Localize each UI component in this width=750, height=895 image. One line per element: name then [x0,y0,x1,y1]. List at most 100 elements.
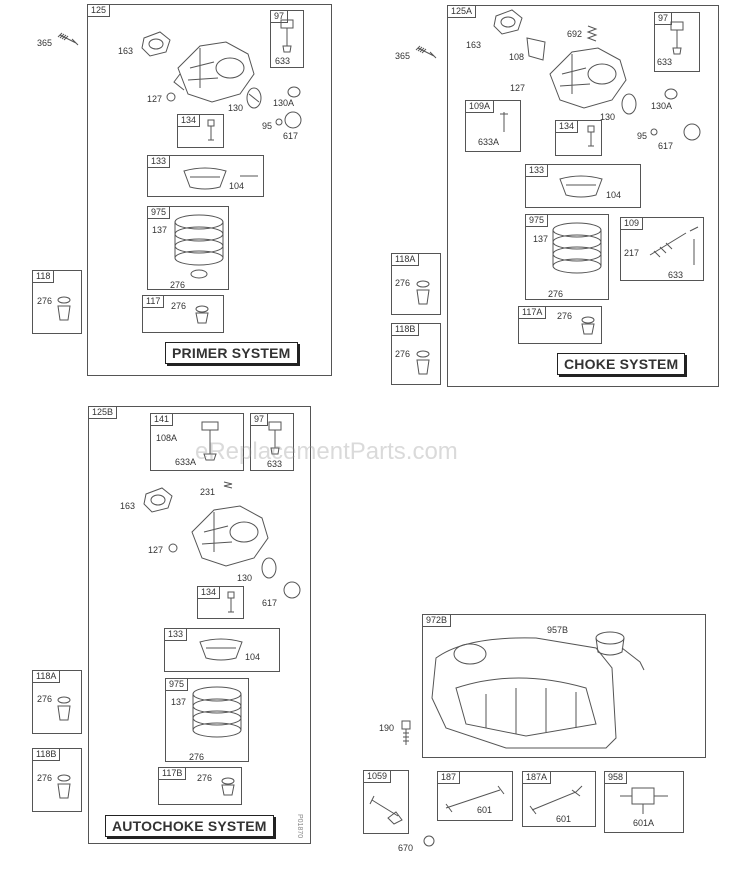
part-134-box[interactable]: 134 [555,120,602,156]
air-filter-975-icon [552,222,602,274]
oring-127-icon [168,543,178,553]
part-133-tag: 133 [164,628,188,641]
label-276: 276 [37,694,53,704]
part-133-tag: 133 [147,155,171,168]
part-118-box[interactable]: 118 [32,270,82,334]
part-1059-tag: 1059 [363,770,392,783]
label-617: 617 [262,598,278,608]
part-133-box[interactable]: 133 [525,164,641,208]
label-633: 633 [267,459,283,469]
part-118b-box[interactable]: 118B [32,748,82,812]
part-109a-tag: 109A [465,100,495,113]
part-109a-box[interactable]: 109A [465,100,521,152]
gasket-163-icon [493,9,523,35]
label-633: 633 [668,270,684,280]
label-601: 601 [477,805,493,815]
part-187-box[interactable]: 187 [437,771,513,821]
label-217: 217 [624,248,640,258]
part-97-box[interactable]: 97 [654,12,700,72]
label-163: 163 [466,40,482,50]
fastener-365-icon [57,32,79,46]
part-141-box[interactable]: 141 [150,413,244,471]
clip-276-icon [221,777,235,796]
fuel-tank-tag: 972B [422,614,452,627]
part-141-tag: 141 [150,413,174,426]
bolt-190-icon [401,720,411,745]
part-187a-box[interactable]: 187A [522,771,596,827]
label-276: 276 [189,752,205,762]
part-117b-tag: 117B [158,767,187,780]
label-127: 127 [510,83,526,93]
label-130: 130 [237,573,253,583]
label-130: 130 [228,103,244,113]
oring-127-icon [166,92,176,102]
label-276: 276 [37,773,53,783]
part-133-box[interactable]: 133 [147,155,264,197]
label-276: 276 [37,296,53,306]
choke-system-banner: CHOKE SYSTEM [557,353,686,375]
primer-bulb-97-icon [268,421,282,455]
part-118a-tag: 118A [391,253,420,266]
label-130a: 130A [273,98,295,108]
part-134-box[interactable]: 134 [177,114,224,148]
autochoke-system-tag: 125B [88,406,118,419]
nozzle-134-icon [207,119,215,141]
part-975-tag: 975 [525,214,549,227]
clip-118a-icon [416,280,430,305]
part-118a-box[interactable]: 118A [32,670,82,734]
part-118b-box[interactable]: 118B [391,323,441,385]
fuel-cap-957b-icon [595,631,645,671]
drawing-code: P01870 [296,814,303,839]
label-231: 231 [200,487,216,497]
label-957b: 957B [547,625,569,635]
choke-shaft-109a-icon [500,112,508,132]
part-97-tag: 97 [654,12,673,25]
label-104: 104 [245,652,261,662]
part-117-tag: 117 [142,295,165,308]
part-975-box[interactable]: 975 [147,206,229,290]
label-104: 104 [229,181,245,191]
label-137: 137 [152,225,168,235]
clip-118-icon [57,296,71,321]
air-filter-975-icon [192,686,242,738]
part-97-box[interactable]: 97 [270,10,304,68]
label-692: 692 [567,29,583,39]
part-117a-box[interactable]: 117A [518,306,602,344]
part-133-box[interactable]: 133 [164,628,280,672]
part-109-box[interactable]: 109 [620,217,704,281]
label-276: 276 [395,278,411,288]
part-117b-box[interactable]: 117B [158,767,242,805]
part-958-tag: 958 [604,771,628,784]
label-137: 137 [171,697,187,707]
part-975-box[interactable]: 975 [525,214,609,300]
fuel-tank-icon [431,637,617,749]
part-133-tag: 133 [525,164,549,177]
part-1059-box[interactable]: 1059 [363,770,409,834]
fuel-line-187-icon [445,785,505,813]
part-134-tag: 134 [555,120,579,133]
label-127: 127 [148,545,164,555]
part-97-box[interactable]: 97 [250,413,294,471]
part-958-box[interactable]: 958 [604,771,684,833]
diaphragm-130a-icon [287,86,301,98]
label-617: 617 [658,141,674,151]
float-133-icon [559,175,603,198]
label-601: 601 [556,814,572,824]
part-118b-tag: 118B [32,748,61,761]
part-118b-tag: 118B [391,323,420,336]
pin-104-icon [240,175,258,177]
part-118a-box[interactable]: 118A [391,253,441,315]
part-97-tag: 97 [250,413,269,426]
part-118a-tag: 118A [32,670,61,683]
part-117-box[interactable]: 117 [142,295,224,333]
label-617: 617 [283,131,299,141]
label-108: 108 [509,52,525,62]
part-134-box[interactable]: 134 [197,586,244,619]
label-276: 276 [395,349,411,359]
choke-plate-108-icon [526,37,546,61]
part-975-box[interactable]: 975 [165,678,249,762]
fuel-shutoff-958-icon [620,787,668,814]
fastener-365-icon [415,45,437,59]
carburetor-icon [191,505,269,567]
part-187-tag: 187 [437,771,461,784]
